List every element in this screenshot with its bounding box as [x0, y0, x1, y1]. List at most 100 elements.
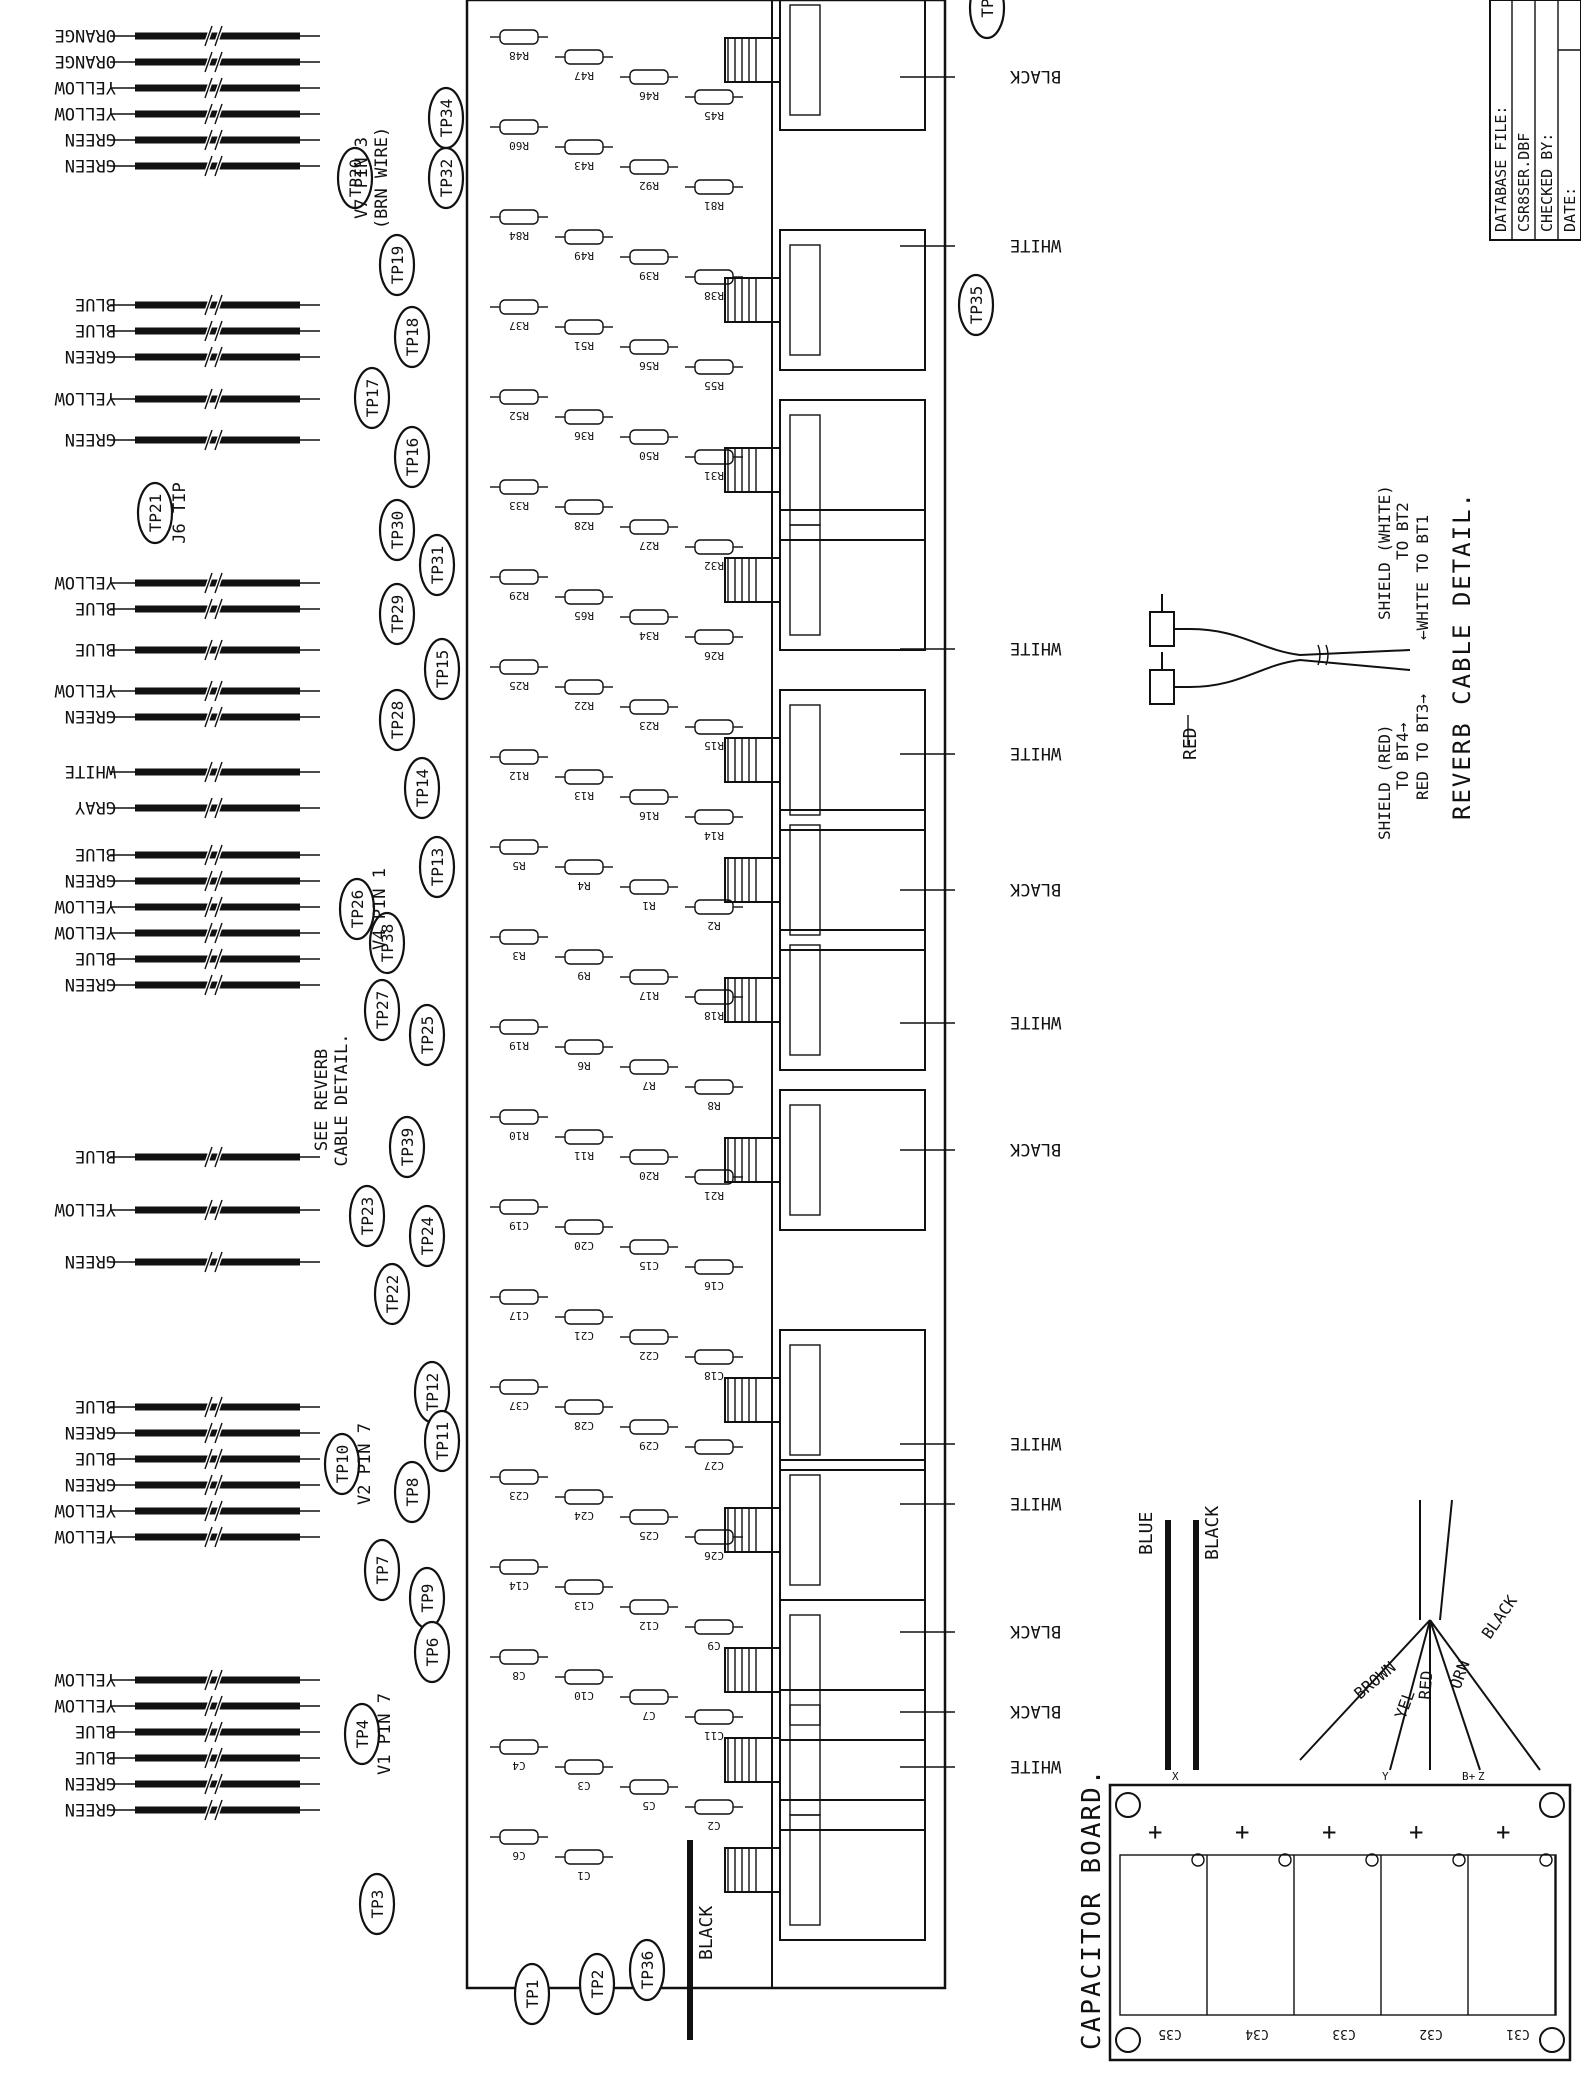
test-point: TP1: [513, 1962, 551, 2026]
plus-icon: +: [1148, 1818, 1162, 1846]
component: R45: [685, 89, 743, 122]
component: R25: [490, 659, 548, 692]
component: R19: [490, 1019, 548, 1052]
test-point-label: TP6: [423, 1638, 442, 1667]
test-point: TP29: [378, 582, 416, 646]
test-point: TP23: [348, 1184, 386, 1248]
component-label: R37: [509, 319, 529, 332]
bundle-red: RED: [1415, 1670, 1436, 1700]
cap-wire-blue: BLUE: [1136, 1512, 1157, 1555]
left-wire: YELLOW: [54, 77, 320, 99]
test-point-label: TP19: [388, 246, 407, 285]
test-point: TP18: [393, 305, 431, 369]
capacitor-cell: +C32: [1409, 1818, 1469, 2041]
component: R11: [555, 1129, 613, 1162]
left-wire-label: GREEN: [65, 346, 116, 366]
left-wire-label: YELLOW: [54, 1526, 116, 1546]
component-label: R48: [509, 49, 529, 62]
plus-icon: +: [1409, 1818, 1423, 1846]
left-wire-label: BLUE: [75, 1396, 116, 1416]
left-wire: BLUE: [75, 1721, 320, 1743]
component: C37: [490, 1379, 548, 1412]
left-wire: WHITE: [65, 761, 320, 783]
left-wire: BLUE: [75, 320, 320, 342]
component: C20: [555, 1219, 613, 1252]
left-wire-label: BLUE: [75, 844, 116, 864]
component-label: R65: [574, 609, 594, 622]
left-wire-label: GRAY: [75, 797, 116, 817]
left-wire-label: GREEN: [65, 1773, 116, 1793]
component-label: C21: [574, 1329, 594, 1342]
component: R23: [620, 699, 678, 732]
component-label: C26: [704, 1549, 724, 1562]
component: R26: [685, 629, 743, 662]
test-point-label: TP20: [346, 159, 365, 198]
component: C2: [685, 1799, 743, 1832]
test-point: TP13: [418, 835, 456, 899]
left-wire-label: GREEN: [65, 429, 116, 449]
component: R31: [685, 449, 743, 482]
mounting-hole-icon: [1115, 1792, 1565, 2053]
date-label: DATE:: [1561, 187, 1579, 232]
component: R18: [685, 989, 743, 1022]
test-point: TP32: [427, 146, 465, 210]
component: R9: [555, 949, 613, 982]
right-wire-label: WHITE: [1010, 743, 1061, 763]
left-wire-label: BLUE: [75, 320, 116, 340]
test-point-label: TP30: [388, 511, 407, 550]
test-point: TP28: [378, 688, 416, 752]
test-point-label: TP16: [403, 438, 422, 477]
component-label: C12: [639, 1619, 659, 1632]
left-wire-label: ORANGE: [55, 25, 116, 45]
test-point-label: TP8: [403, 1478, 422, 1507]
test-point-label: TP11: [433, 1422, 452, 1461]
right-wire: WHITE: [900, 638, 1061, 658]
right-wire: BLACK: [900, 66, 1061, 86]
component: R27: [620, 519, 678, 552]
left-wire-label: YELLOW: [54, 1500, 116, 1520]
board-note: V4 PIN 1: [370, 868, 390, 950]
component: R46: [620, 69, 678, 102]
left-wire: GREEN: [65, 1474, 320, 1496]
right-wire: WHITE: [900, 1433, 1061, 1453]
component: C10: [555, 1669, 613, 1702]
component: R50: [620, 429, 678, 462]
left-wire: BLUE: [75, 639, 320, 661]
right-wire-label: WHITE: [1010, 638, 1061, 658]
test-point: TP35: [957, 273, 995, 337]
right-wire: WHITE: [900, 235, 1061, 255]
left-wire: GREEN: [65, 1422, 320, 1444]
component: C25: [620, 1509, 678, 1542]
bundle-black: BLACK: [1478, 1592, 1521, 1643]
component: C15: [620, 1239, 678, 1272]
component: R84: [490, 209, 548, 242]
component-label: R4: [577, 879, 591, 892]
component-label: C11: [704, 1729, 724, 1742]
component: C11: [685, 1709, 743, 1742]
board-note: V2 PIN 7: [355, 1423, 375, 1505]
pot-housing: [724, 929, 926, 1071]
left-wire-label: YELLOW: [54, 388, 116, 408]
left-wire: BLUE: [75, 1396, 320, 1418]
left-wire-label: YELLOW: [54, 1695, 116, 1715]
component-label: C17: [509, 1309, 529, 1322]
component-label: C6: [512, 1849, 525, 1862]
component: R12: [490, 749, 548, 782]
component: C7: [620, 1689, 678, 1722]
component-label: R34: [639, 629, 659, 642]
component-label: R28: [574, 519, 594, 532]
component: R60: [490, 119, 548, 152]
component: C16: [685, 1259, 743, 1292]
component: R55: [685, 359, 743, 392]
capacitor-cell: +C31: [1496, 1818, 1556, 2041]
left-wire-label: YELLOW: [54, 896, 116, 916]
component-label: R27: [639, 539, 659, 552]
left-wire-label: GREEN: [65, 1422, 116, 1442]
component: C21: [555, 1309, 613, 1342]
left-wire: GREEN: [65, 1773, 320, 1795]
left-wire-label: YELLOW: [54, 572, 116, 592]
test-point-label: TP13: [428, 848, 447, 887]
test-point: TP38: [368, 911, 406, 975]
bottom-black-wire: BLACK: [687, 1840, 717, 2040]
test-point: TP25: [408, 1003, 446, 1067]
